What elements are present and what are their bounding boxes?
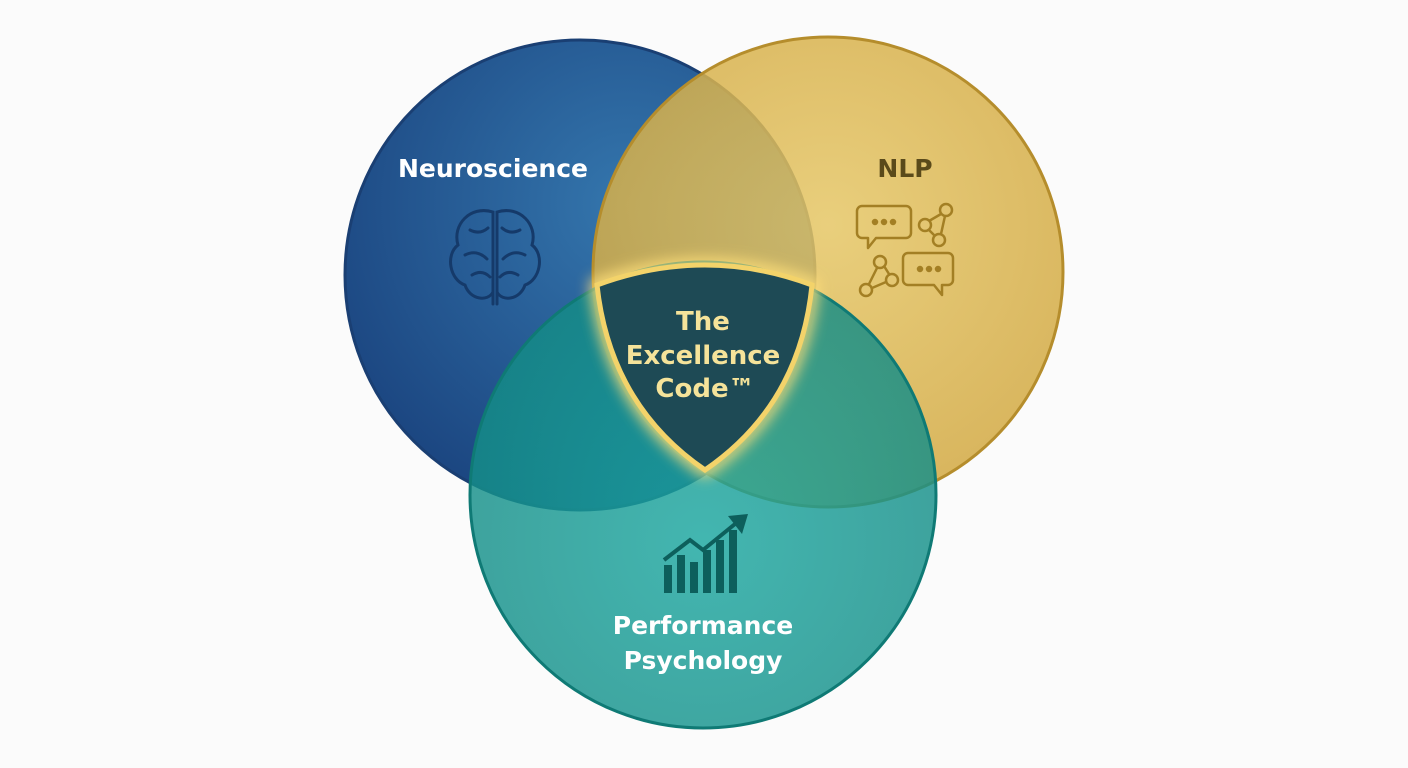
performance-label-line2: Psychology xyxy=(624,646,783,675)
center-title-line2: Excellence xyxy=(626,341,781,371)
performance-label-line1: Performance xyxy=(613,611,793,640)
center-shield xyxy=(594,262,815,474)
center-title-line1: The xyxy=(676,307,730,337)
neuroscience-label: Neuroscience xyxy=(398,154,588,183)
brain-icon xyxy=(449,209,541,306)
chat-network-icon xyxy=(855,202,955,298)
nlp-label: NLP xyxy=(877,154,932,183)
growth-chart-icon xyxy=(662,514,748,593)
center-title-line3: Code™ xyxy=(655,374,754,404)
